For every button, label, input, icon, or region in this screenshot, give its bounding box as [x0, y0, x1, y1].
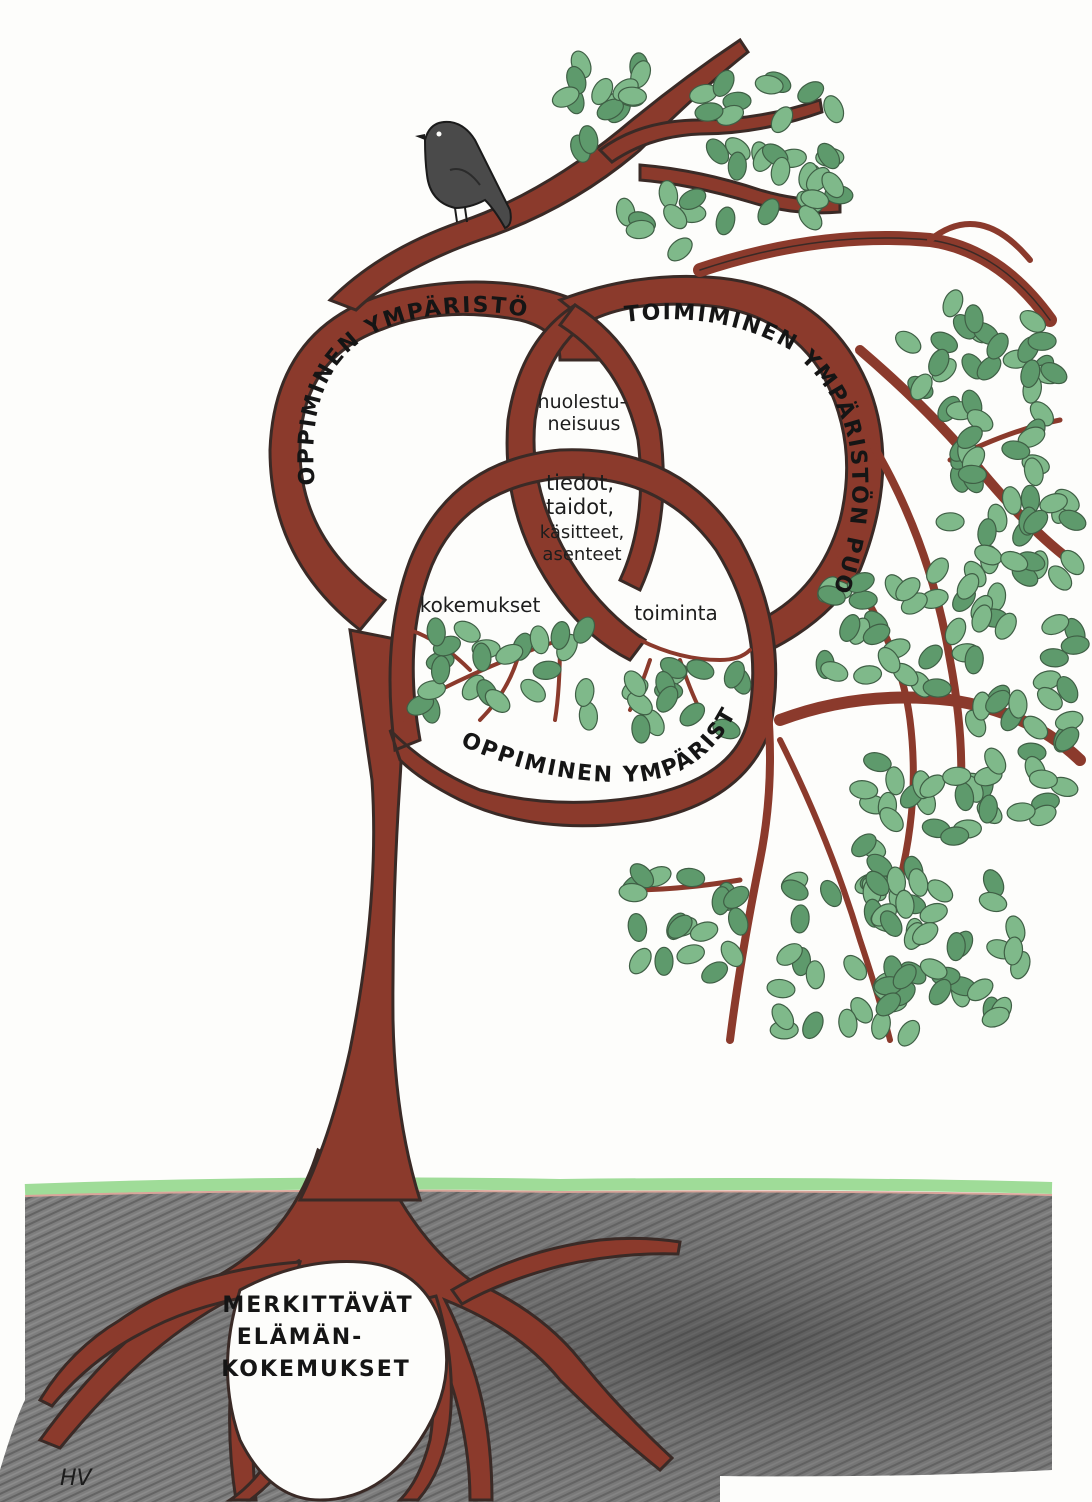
- label-roots-line2: ELÄMÄN-: [237, 1324, 364, 1350]
- bird: [415, 122, 511, 228]
- leaf: [977, 889, 1009, 914]
- leaf: [655, 947, 673, 975]
- leaf: [675, 942, 707, 967]
- label-core-line3: käsitteet,: [540, 522, 625, 543]
- leaf: [820, 93, 847, 126]
- leaf: [573, 677, 596, 708]
- leaf: [728, 152, 747, 181]
- label-experiences: kokemukset: [420, 593, 541, 617]
- leaf: [426, 617, 446, 646]
- leaf: [799, 1009, 827, 1042]
- leaf: [914, 641, 946, 674]
- leaf: [794, 77, 827, 107]
- leaf: [766, 978, 796, 1000]
- leaf: [892, 327, 925, 358]
- leaf: [664, 233, 697, 265]
- leaf: [698, 958, 731, 988]
- label-action: toiminta: [634, 601, 717, 625]
- label-concern-line2: neisuus: [548, 413, 621, 435]
- label-concern-line1: huolestu-: [538, 391, 627, 413]
- leaf: [625, 944, 656, 977]
- leaf: [626, 912, 649, 943]
- leaf: [806, 960, 825, 989]
- leaf: [676, 699, 709, 731]
- label-roots-line1: MERKITTÄVÄT: [222, 1292, 413, 1318]
- leaf: [936, 513, 964, 531]
- artist-signature: HV: [60, 1466, 94, 1491]
- label-roots-line3: KOKEMUKSET: [221, 1357, 411, 1382]
- label-core-line2: taidot,: [546, 495, 614, 519]
- leaf: [894, 1017, 924, 1050]
- leaf: [1028, 332, 1056, 350]
- label-core-line1: tiedot,: [546, 471, 614, 495]
- leaf: [790, 904, 810, 933]
- label-core-line4: asenteet: [542, 544, 621, 565]
- leaf: [852, 664, 882, 686]
- leaf: [714, 205, 738, 236]
- leaf: [923, 875, 956, 906]
